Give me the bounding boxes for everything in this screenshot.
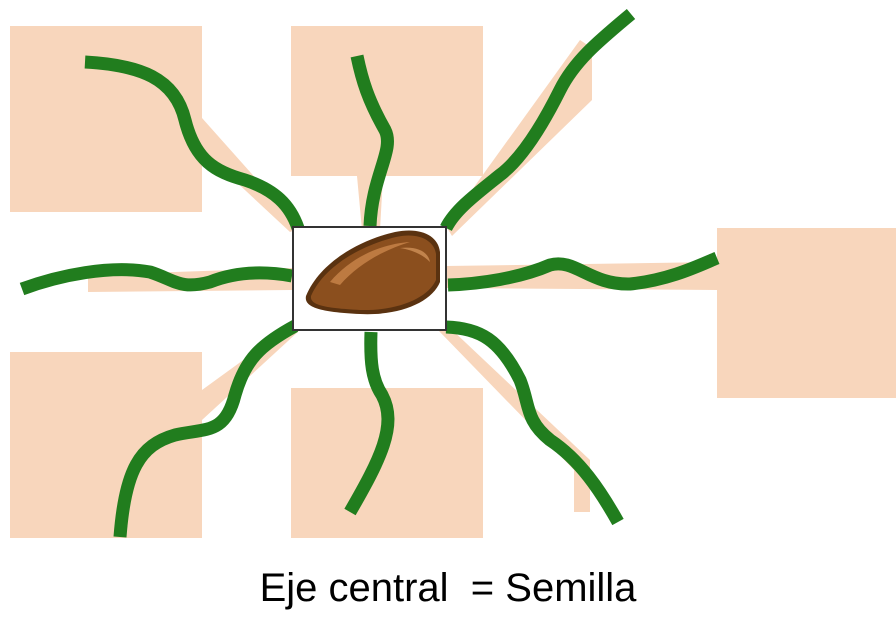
box-right bbox=[717, 228, 896, 398]
box-bottom-left bbox=[10, 352, 202, 538]
box-top-left bbox=[10, 26, 202, 212]
center-box bbox=[293, 227, 446, 330]
diagram-caption: Eje central = Semilla bbox=[0, 568, 896, 608]
connector-bottom-left bbox=[202, 326, 300, 420]
